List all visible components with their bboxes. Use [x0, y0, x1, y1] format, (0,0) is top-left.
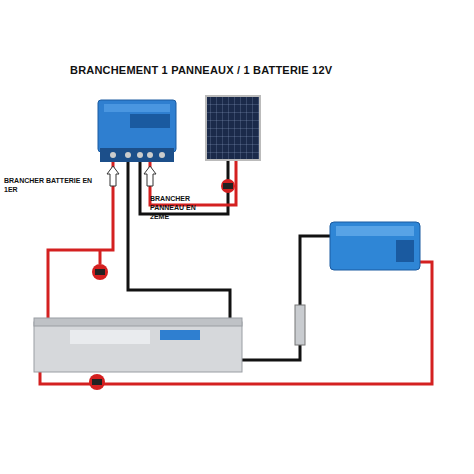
fuse-symbol	[89, 374, 105, 390]
inverter	[330, 222, 420, 270]
switch-symbol	[295, 305, 305, 345]
diagram-title: BRANCHEMENT 1 PANNEAUX / 1 BATTERIE 12V	[70, 64, 410, 76]
solar-panel	[206, 96, 260, 160]
instruction-label: BRANCHER BATTERIE EN 1ER	[4, 176, 100, 194]
hint-arrows	[107, 166, 156, 186]
instruction-label: BRANCHER PANNEAU EN 2EME	[150, 194, 214, 221]
battery	[34, 318, 242, 372]
fuse-symbol	[221, 179, 235, 193]
battery-controller-wires	[48, 162, 230, 322]
charge-controller	[98, 100, 176, 162]
fuse-symbol	[92, 264, 108, 280]
